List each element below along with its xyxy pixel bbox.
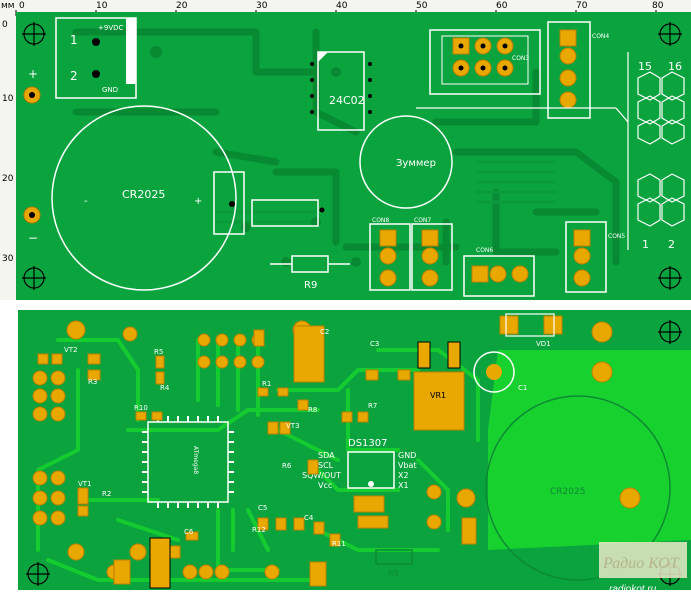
header-15-label: 15 <box>638 60 652 73</box>
buzzer-outline <box>359 115 453 209</box>
ruler-tick-label: 70 <box>576 1 588 11</box>
rtc-x2-label: X2 <box>398 471 409 480</box>
r9-label: R9 <box>304 280 317 291</box>
r2-label: R2 <box>102 490 111 498</box>
top-board-view: 1 2 +9VDC GND + − CR2025 + - 24C02 З <box>16 12 691 300</box>
rtc-vcc-label: Vcc <box>318 481 332 490</box>
r12-label: R12 <box>252 526 266 534</box>
battery-plus-label: + <box>194 196 202 207</box>
pin2-label: 2 <box>70 69 78 83</box>
rtc-sqw-label: SQW/OUT <box>302 471 341 480</box>
rtc-vbat-label: Vbat <box>398 461 417 470</box>
ruler-tick-label: 10 <box>96 1 108 11</box>
battery-minus-label: - <box>84 196 88 207</box>
con3-connector: CON3 <box>429 29 541 95</box>
r9-ghost-label: R9 <box>388 569 399 578</box>
battery-outline <box>51 105 237 291</box>
gnd-label: GND <box>102 86 118 94</box>
header-1-label: 1 <box>642 238 649 251</box>
c5-label: C5 <box>258 504 267 512</box>
ruler-tick-label: 20 <box>176 1 188 11</box>
vr1-label: VR1 <box>430 391 446 400</box>
ruler-unit-label: мм <box>1 1 15 11</box>
con7-label: CON7 <box>414 217 431 224</box>
vd1-label: VD1 <box>536 340 551 348</box>
watermark-logo: Радио КОТ radiokot.ru <box>599 542 687 595</box>
eeprom-chip: 24C02 <box>310 51 372 131</box>
c3-label: C3 <box>370 340 379 348</box>
r8-label: R8 <box>308 406 317 414</box>
watermark-url: radiokot.ru <box>609 584 657 595</box>
r6-label: R6 <box>282 462 292 470</box>
r4-label: R4 <box>160 384 170 392</box>
vd1-diode: VD1 <box>505 313 555 348</box>
ruler-tick-label: 30 <box>2 254 14 264</box>
pin1-label: 1 <box>70 33 78 47</box>
radiokot-watermark: Радио КОТ radiokot.ru <box>595 538 691 600</box>
rtc-chip: DS1307 GND Vbat X2 X1 SDA SCL SQW/OUT Vc… <box>302 438 417 490</box>
con3-label: CON3 <box>512 55 529 62</box>
c2-label: C2 <box>320 328 329 336</box>
con7-connector: CON7 <box>411 217 453 291</box>
eeprom-label: 24C02 <box>329 94 365 107</box>
c6-label: C6 <box>184 528 194 536</box>
minus-label: − <box>28 231 38 245</box>
rtc-scl-label: SCL <box>318 461 334 470</box>
ruler-tick-label: 40 <box>336 1 348 11</box>
r5-label: R5 <box>154 348 163 356</box>
ruler-tick-label: 10 <box>2 94 14 104</box>
header-2-label: 2 <box>668 238 675 251</box>
plus-label: + <box>28 67 38 81</box>
power-connector: 1 2 +9VDC GND <box>55 17 137 99</box>
con5-label: CON5 <box>608 233 625 240</box>
battery-ghost-label: CR2025 <box>550 487 585 497</box>
r1-label: R1 <box>262 380 271 388</box>
c4-label: C4 <box>304 514 314 522</box>
con8-label: CON8 <box>372 217 389 224</box>
rtc-label: DS1307 <box>348 438 388 449</box>
r9-resistor: R9 <box>270 255 350 291</box>
vt3-label: VT3 <box>286 422 300 430</box>
con8-connector: CON8 <box>369 217 411 291</box>
bottom-board-view: CR2025 <box>18 310 691 590</box>
con6-label: CON6 <box>476 247 493 254</box>
r11-label: R11 <box>332 540 346 548</box>
vt1-label: VT1 <box>78 480 92 488</box>
header-bottom: 1 2 <box>637 173 685 251</box>
ruler-tick-label: 30 <box>256 1 268 11</box>
con4-connector: CON4 <box>547 21 609 119</box>
rtc-sda-label: SDA <box>318 451 335 460</box>
battery-label: CR2025 <box>122 188 165 201</box>
c1-label: C1 <box>518 384 527 392</box>
con4-label: CON4 <box>592 33 609 40</box>
r10-label: R10 <box>134 404 148 412</box>
vt2-label: VT2 <box>64 346 78 354</box>
vertical-ruler: 0 10 20 30 <box>0 16 17 300</box>
ruler-tick-label: 50 <box>416 1 428 11</box>
con6-connector: CON6 <box>463 247 535 297</box>
watermark-title: Радио КОТ <box>602 555 680 572</box>
c1-capacitor: C1 <box>473 351 527 393</box>
vr1-regulator: VR1 <box>413 341 465 431</box>
rtc-gnd-label: GND <box>398 451 416 460</box>
r3-label: R3 <box>88 378 97 386</box>
ruler-tick-label: 80 <box>652 1 664 11</box>
c2-capacitor: C2 <box>293 325 329 383</box>
mcu-label: ATmega8 <box>192 446 199 474</box>
rtc-x1-label: X1 <box>398 481 409 490</box>
r7-label: R7 <box>368 402 377 410</box>
ruler-tick-label: 60 <box>496 1 508 11</box>
con5-connector: CON5 <box>565 221 625 293</box>
header-16-label: 16 <box>668 60 682 73</box>
ruler-tick-label: 20 <box>2 174 14 184</box>
ruler-tick-label: 0 <box>19 1 25 11</box>
buzzer-label: Зуммер <box>396 158 436 169</box>
ruler-tick-label: 0 <box>2 20 8 30</box>
vdc-label: +9VDC <box>98 24 123 32</box>
header-top: 15 16 <box>637 60 685 145</box>
